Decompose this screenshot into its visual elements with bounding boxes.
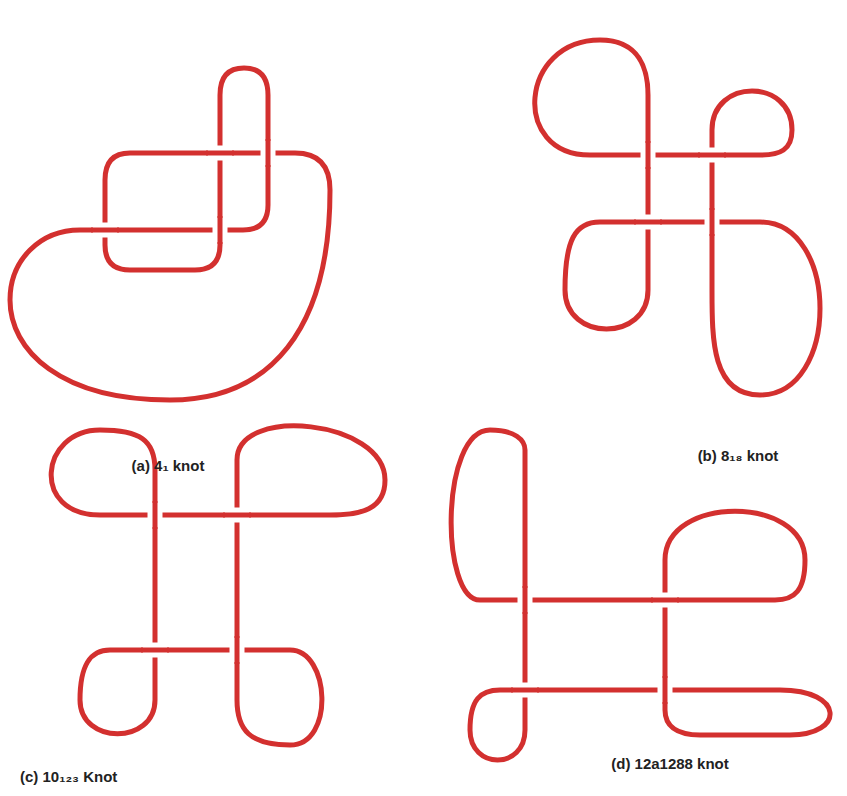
knot-caption: (d) 12a1288 knot: [611, 755, 729, 773]
knot-caption: (b) 8₁₈ knot: [698, 447, 779, 465]
over-strand: [141, 648, 169, 653]
knot-curve: [535, 40, 820, 395]
knot-caption: (a) 4₁ knot: [132, 457, 205, 475]
over-strand: [153, 501, 158, 529]
over-strand: [698, 153, 726, 158]
over-strand: [523, 586, 528, 614]
over-strand: [91, 228, 119, 233]
knot-curve: [51, 426, 385, 745]
over-strand: [710, 208, 715, 236]
over-strand: [634, 220, 662, 225]
knot-curve: [451, 430, 830, 760]
over-strand: [235, 636, 240, 664]
over-strand: [651, 598, 679, 603]
over-strand: [266, 139, 271, 167]
over-strand: [223, 513, 251, 518]
over-strand: [218, 216, 223, 244]
over-strand: [663, 676, 668, 704]
over-strand: [646, 141, 651, 169]
over-strand: [511, 688, 539, 693]
knot-curve: [10, 68, 330, 400]
over-strand: [206, 151, 234, 156]
knot-caption: (c) 10₁₂₃ Knot: [20, 768, 117, 786]
